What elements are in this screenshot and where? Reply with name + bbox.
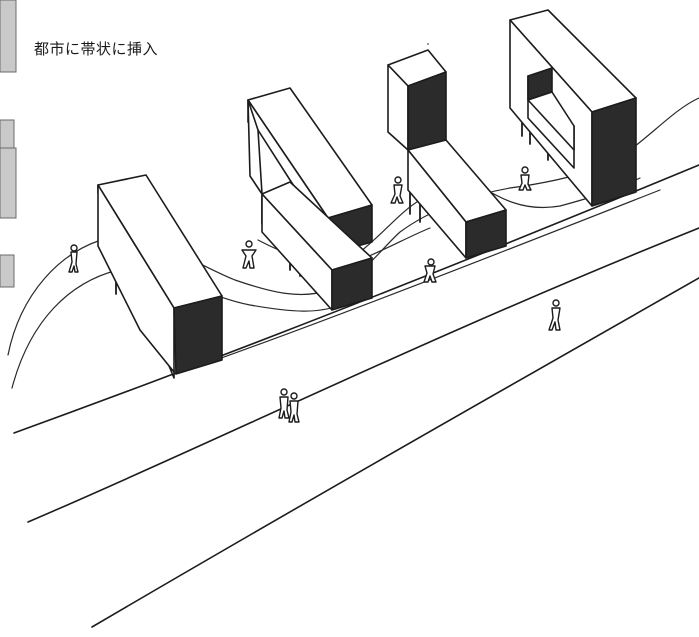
person-figure — [548, 299, 561, 331]
building-block-4 — [509, 9, 637, 207]
sketch-caption: 都市に帯状に挿入 — [34, 40, 159, 58]
person-figure — [518, 166, 532, 191]
person-figure — [423, 258, 437, 283]
person-pair — [278, 388, 300, 423]
people-figures — [68, 166, 561, 423]
scan-edge-tabs — [0, 0, 17, 288]
street-lines — [13, 164, 699, 628]
building-block-3 — [387, 49, 507, 259]
building-block-2 — [247, 87, 373, 311]
scan-speck — [427, 43, 429, 45]
building-block-1 — [97, 174, 223, 379]
person-figure — [390, 176, 404, 204]
person-figure — [68, 244, 79, 273]
person-figure — [241, 240, 257, 269]
